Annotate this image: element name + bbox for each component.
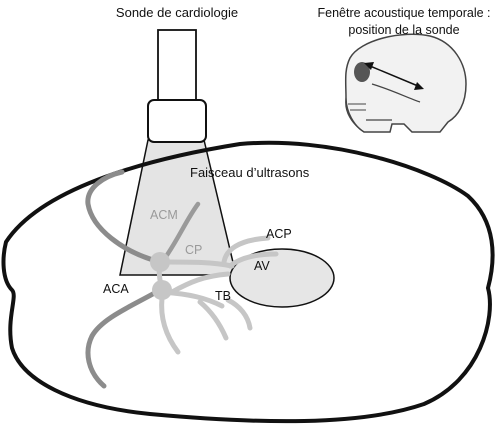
skull-teeth — [348, 103, 366, 111]
acm-label: ACM — [150, 208, 178, 222]
av-label: AV — [254, 259, 270, 273]
beam-label: Faisceau d’ultrasons — [190, 165, 310, 180]
acp-mid-vessel — [227, 251, 279, 269]
acp-upper-vessel — [221, 235, 271, 265]
temporal-window-arrowhead-left — [364, 62, 374, 70]
probe-cable-housing — [157, 29, 197, 102]
junction-node-lower — [152, 280, 172, 300]
aca-left-vessel — [85, 287, 163, 389]
skull-cranium — [344, 33, 467, 133]
right-branch-vessel — [225, 297, 253, 331]
lower-branch-vessel-2 — [197, 299, 229, 341]
skull-eye-socket — [354, 62, 370, 82]
vessels — [85, 169, 279, 389]
temporal-window-arrowhead-right — [414, 82, 424, 90]
skull-cheekbone — [371, 83, 421, 103]
probe-handle — [147, 99, 207, 143]
lower-branch-vessel-1 — [159, 295, 181, 355]
brainstem-ellipse — [229, 248, 335, 308]
skull-inset — [344, 33, 467, 133]
tb-vessel — [169, 271, 231, 295]
acm-left-vessel — [85, 169, 163, 265]
cardiology-probe — [147, 29, 207, 143]
head-outline — [1, 140, 495, 424]
tb-label: TB — [215, 289, 231, 303]
inset-caption-line1: Fenêtre acoustique temporale : — [317, 6, 490, 20]
aca-label: ACA — [103, 282, 129, 296]
acp-label: ACP — [266, 227, 292, 241]
probe-label: Sonde de cardiologie — [116, 5, 238, 20]
junction-node-upper — [150, 252, 170, 272]
cp-vessel — [163, 259, 235, 269]
cp-label: CP — [185, 243, 202, 257]
skull-jaw — [345, 97, 392, 133]
inset-caption-line2: position de la sonde — [348, 23, 459, 37]
temporal-window-arrow — [369, 65, 419, 87]
